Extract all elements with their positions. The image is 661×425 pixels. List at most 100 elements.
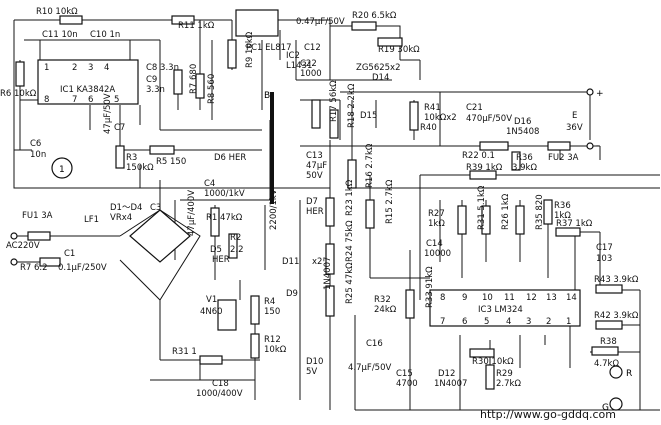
resistor-r11	[171, 15, 195, 25]
label-ic2-value: L1431	[286, 61, 312, 71]
label-r12-value: 10kΩ	[264, 345, 287, 355]
label-r16: R16 2.7kΩ	[365, 143, 375, 188]
label-r26: R26 1kΩ	[501, 193, 511, 230]
label-r20: R20 6.5kΩ	[352, 11, 397, 21]
label-r4: R4	[264, 297, 275, 307]
label-d12: D12	[438, 369, 455, 379]
label-d10-value: 5V	[306, 367, 317, 377]
label-c15: C15	[396, 369, 413, 379]
resistor-r41	[409, 101, 419, 131]
label-c21-value: 470μF/50V	[466, 114, 512, 124]
resistor-r6	[15, 61, 25, 87]
resistor-r20	[351, 21, 377, 31]
label-r37: R37 1kΩ	[556, 219, 593, 229]
label-r35: R35 820	[535, 194, 545, 230]
label-r41: R41	[424, 103, 441, 113]
label-lf1: LF1	[84, 215, 99, 225]
label-ic3-p10: 10	[482, 293, 493, 303]
label-c4: C4	[204, 179, 215, 189]
label-r27: R27	[428, 209, 445, 219]
label-c7-value: 47μF/50V	[103, 93, 113, 134]
label-d6: D6 HER	[214, 153, 246, 163]
label-pc1: PC1 EL817	[246, 43, 292, 53]
label-d5: D5	[210, 245, 222, 255]
label-r39: R39 1kΩ	[466, 163, 503, 173]
label-led-g: G	[602, 403, 609, 413]
label-e-value: 36V	[566, 123, 583, 133]
label-zd: ZG5625x2	[356, 63, 400, 73]
resistor-r29	[485, 364, 495, 390]
label-c12-top: 0.47μF/50V	[296, 17, 345, 27]
label-r6: R6 10kΩ	[0, 89, 37, 99]
label-r29: R29	[496, 369, 513, 379]
resistor-r37	[555, 227, 581, 237]
label-dx2: x2	[312, 257, 322, 267]
label-c6-value: 10n	[30, 150, 46, 160]
resistor-r8	[195, 73, 205, 99]
label-d15: D15	[360, 111, 377, 121]
label-r23: R23 1kΩ	[345, 179, 355, 216]
label-d1-d4: D1～D4	[110, 203, 142, 213]
label-ac: AC220V	[6, 241, 40, 251]
label-r36b: R36	[554, 201, 571, 211]
label-ic3-p12: 12	[526, 293, 537, 303]
label-d5-value: HER	[212, 255, 230, 265]
resistor-r35	[515, 205, 525, 235]
resistor-r16	[347, 159, 357, 189]
label-ic1-p6: 6	[88, 95, 93, 105]
resistor-r25	[325, 285, 335, 317]
label-c8: C8 3.3n	[146, 63, 179, 73]
label-c10: C10 1n	[90, 30, 120, 40]
label-r3-value: 150kΩ	[126, 163, 154, 173]
terminal-plus	[586, 88, 594, 96]
label-ic3-p1: 1	[566, 317, 571, 327]
label-r12: R12	[264, 335, 281, 345]
resistor-r18	[329, 109, 339, 139]
label-ic1-p8: 8	[44, 95, 49, 105]
label-ic3-p3: 3	[526, 317, 531, 327]
label-r30: R30 10kΩ	[472, 357, 514, 367]
label-c18: C18	[212, 379, 229, 389]
label-c11: C11 10n	[42, 30, 78, 40]
label-c16: C16	[366, 339, 383, 349]
label-c13-value: 47μF	[306, 161, 327, 171]
label-c22-value: 1000	[300, 69, 322, 79]
fuse-fu2	[547, 141, 571, 151]
resistor-r12	[250, 333, 260, 359]
resistor-r19	[377, 37, 403, 47]
label-d11: D11	[282, 257, 299, 267]
resistor-r9	[227, 39, 237, 69]
resistor-r43	[595, 284, 623, 294]
label-c13: C13	[306, 151, 323, 161]
label-c1-value: 0.1μF/250V	[58, 263, 107, 273]
label-d9-value: 1N4007	[323, 257, 333, 290]
label-r11: R11 1kΩ	[178, 21, 215, 31]
label-fu1: FU1 3A	[22, 211, 53, 221]
label-r32-value: 24kΩ	[374, 305, 397, 315]
label-r38: R38	[600, 337, 617, 347]
label-d10: D10	[306, 357, 323, 367]
labels: R10 10kΩ R11 1kΩ C11 10n C10 1n R6 10kΩ …	[0, 7, 639, 421]
resistor-r3	[115, 145, 125, 169]
label-c4-value: 1000/1kV	[204, 189, 245, 199]
resistor-r22	[479, 141, 509, 151]
label-r31b: R31 5.1kΩ	[477, 185, 487, 230]
label-r10: R10 10kΩ	[36, 7, 78, 17]
label-ic3-p13: 13	[546, 293, 557, 303]
label-d14: D14	[372, 73, 389, 83]
resistor-r31	[199, 355, 223, 365]
label-c1: C1	[64, 249, 75, 259]
label-r29-value: 2.7kΩ	[496, 379, 521, 389]
label-ic3-p5: 5	[484, 317, 489, 327]
label-c6: C6	[30, 139, 41, 149]
resistor-r4	[250, 295, 260, 325]
led-green	[609, 397, 623, 411]
resistor-r7b	[173, 69, 183, 95]
label-r38-value: 4.7kΩ	[594, 359, 619, 369]
label-r41-value: 10kΩx2	[424, 113, 457, 123]
label-d16: D16	[514, 117, 531, 127]
label-ic3-p6: 6	[462, 317, 467, 327]
ac-terminal-bottom	[10, 258, 18, 266]
label-r40: R40	[420, 123, 437, 133]
